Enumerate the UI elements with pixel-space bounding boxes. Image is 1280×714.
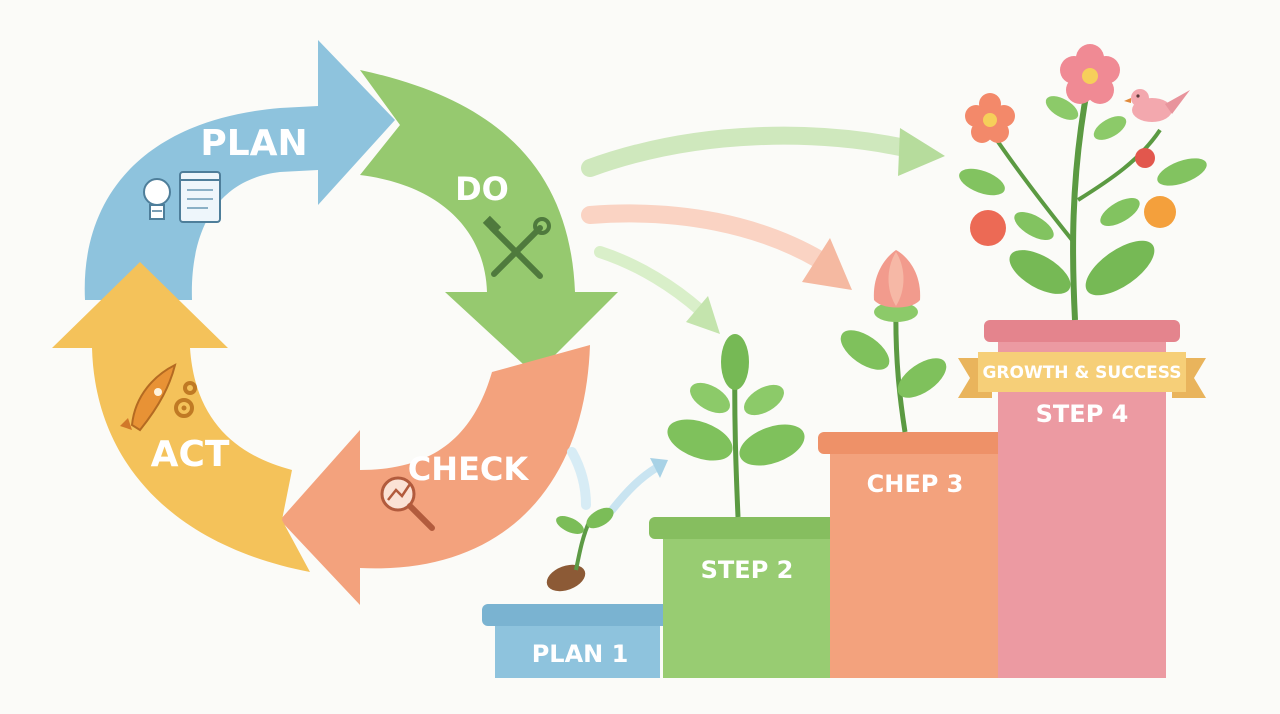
pink-flower	[1060, 44, 1120, 104]
orange-fruit	[1144, 196, 1176, 228]
step-1-label: PLAN 1	[532, 640, 629, 668]
step-2: STEP 2	[649, 517, 845, 678]
small-red-fruit	[1135, 148, 1155, 168]
connector-arrow-green-low	[594, 246, 706, 316]
connector-arrowhead-green-top	[898, 128, 945, 176]
rocket-icon	[120, 363, 177, 432]
cycle-label-do: DO	[455, 170, 509, 208]
plan-arrow	[84, 40, 395, 300]
orange-flower	[965, 93, 1015, 143]
lightbulb-icon	[143, 178, 171, 220]
connector-arrowhead-pink	[802, 238, 852, 290]
connector-arrow-green-top	[581, 126, 914, 177]
step-4-label: STEP 4	[1036, 400, 1129, 428]
connector-arrowhead-blue-small	[650, 458, 668, 478]
tulip-plant	[840, 250, 947, 433]
notepad-icon	[179, 171, 221, 223]
step-4: STEP 4	[984, 320, 1180, 678]
connector-arrowhead-green-low	[686, 296, 720, 334]
small-plant	[667, 334, 805, 518]
gears-icon	[174, 381, 197, 418]
bird-icon	[1124, 89, 1190, 122]
connector-arrow-pink	[581, 204, 829, 269]
growth-success-banner: GROWTH & SUCCESS	[958, 352, 1206, 398]
sprout-rays	[567, 447, 591, 510]
red-fruit	[970, 210, 1006, 246]
tools-icon	[482, 215, 551, 279]
banner-label: GROWTH & SUCCESS	[982, 363, 1181, 383]
flowering-plant	[959, 44, 1207, 321]
step-3-label: CHEP 3	[867, 470, 964, 498]
check-arrow	[280, 345, 590, 605]
seed-sprout	[546, 507, 614, 592]
step-2-label: STEP 2	[701, 556, 794, 584]
cycle-label-act: ACT	[151, 434, 230, 475]
magnifier-chart-icon	[380, 476, 435, 531]
cycle-label-plan: PLAN	[200, 123, 307, 164]
connector-arrows	[567, 126, 945, 514]
cycle-label-check: CHECK	[408, 450, 530, 488]
connector-arrow-blue-small	[608, 464, 660, 514]
growth-steps: PLAN 1 STEP 2 CHEP 3 STEP 4 GROWTH & SUC…	[482, 320, 1206, 678]
step-1: PLAN 1	[482, 604, 672, 678]
pdca-cycle: PLAN DO CHECK ACT	[52, 40, 618, 605]
step-3: CHEP 3	[818, 432, 1012, 678]
